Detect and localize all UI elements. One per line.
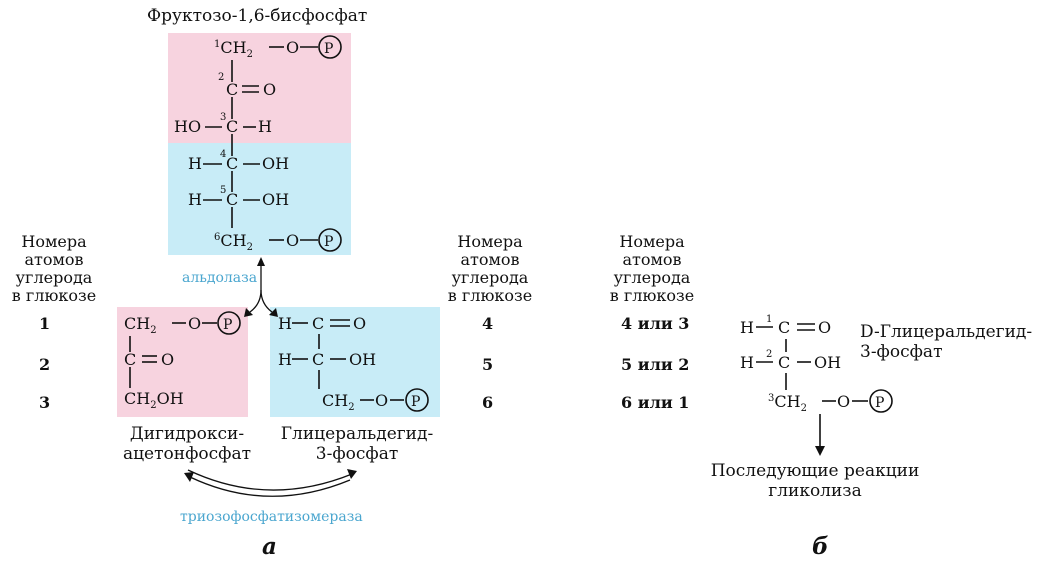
svg-text:4: 4 (220, 149, 226, 160)
svg-text:C: C (124, 350, 136, 369)
caption-line: Последующие реакции (710, 461, 920, 481)
svg-text:CH2: CH2 (322, 391, 355, 413)
caption-line: Дигидрокси- (129, 424, 245, 444)
svg-text:O: O (837, 392, 850, 411)
header-line: Номера (457, 232, 523, 251)
carbon-numbers-header-right: Номера атомов углерода в глюкозе (444, 233, 536, 305)
svg-text:5: 5 (220, 185, 226, 196)
svg-text:O: O (263, 80, 276, 99)
svg-text:3CH2: 3CH2 (768, 392, 807, 414)
carbon-number-b-2: 5 или 2 (621, 355, 690, 374)
svg-text:H: H (278, 350, 292, 369)
svg-text:1: 1 (766, 314, 772, 325)
header-line: атомов (622, 250, 682, 269)
header-line: атомов (24, 250, 84, 269)
svg-text:C: C (778, 318, 790, 337)
carbon-number-1: 1 (39, 314, 51, 333)
svg-text:C: C (226, 190, 238, 209)
aldolase-up-arrow-icon (257, 257, 265, 266)
svg-text:O: O (161, 350, 174, 369)
svg-text:O: O (286, 38, 299, 57)
caption-line: ацетонфосфат (122, 444, 251, 464)
header-line: Номера (619, 232, 685, 251)
svg-text:O: O (286, 231, 299, 250)
fbp-title: Фруктозо-1,6-бисфосфат (147, 6, 368, 26)
caption-line: гликолиза (768, 481, 862, 501)
caption-line: 3-фосфат (860, 342, 943, 362)
header-line: углерода (613, 268, 691, 287)
svg-text:H: H (740, 353, 754, 372)
dhap-region (117, 307, 248, 417)
isomerase-label: триозофосфатизомераза (180, 509, 363, 525)
header-line: атомов (460, 250, 520, 269)
svg-text:H: H (740, 318, 754, 337)
carbon-number-b-3: 6 или 1 (621, 393, 690, 412)
svg-text:OH: OH (262, 190, 289, 209)
carbon-number-3: 3 (39, 393, 51, 412)
header-line: в глюкозе (609, 286, 695, 305)
svg-text:C: C (226, 80, 238, 99)
svg-text:P: P (324, 41, 333, 57)
carbon-number-6: 6 (482, 393, 494, 412)
carbon-number-5: 5 (482, 355, 494, 374)
svg-text:P: P (875, 395, 884, 411)
g3p-caption: Глицеральдегид- 3-фосфат (272, 424, 442, 464)
svg-text:O: O (188, 314, 201, 333)
svg-text:H: H (188, 190, 202, 209)
svg-text:H: H (258, 117, 272, 136)
svg-text:2: 2 (218, 72, 224, 83)
g3p-b-caption: D-Глицеральдегид- 3-фосфат (860, 322, 1032, 362)
header-line: в глюкозе (447, 286, 533, 305)
split-right-arrow-icon (269, 308, 278, 317)
svg-text:C: C (312, 314, 324, 333)
panel-label-a: а (262, 533, 277, 560)
svg-text:C: C (778, 353, 790, 372)
svg-text:OH: OH (349, 350, 376, 369)
isomerase-left-arrow-icon (184, 472, 194, 482)
svg-text:OH: OH (814, 353, 841, 372)
svg-text:6CH2: 6CH2 (214, 231, 253, 253)
header-line: Номера (21, 232, 87, 251)
svg-text:1CH2: 1CH2 (214, 38, 253, 60)
header-line: углерода (15, 268, 93, 287)
svg-text:2: 2 (766, 349, 772, 360)
svg-text:3: 3 (220, 112, 226, 123)
split-left-arrow-icon (244, 308, 253, 317)
arrow-down-icon (815, 446, 825, 456)
svg-text:O: O (353, 314, 366, 333)
panel-label-b: б (812, 533, 829, 560)
g3p-region (270, 307, 440, 417)
svg-text:P: P (411, 394, 420, 410)
caption-line: Глицеральдегид- (280, 424, 434, 444)
svg-text:CH2OH: CH2OH (124, 389, 184, 411)
carbon-numbers-header-b: Номера атомов углерода в глюкозе (604, 233, 700, 305)
svg-text:P: P (324, 234, 333, 250)
isomerase-right-arrow-icon (347, 469, 357, 479)
fbp-lower-region (168, 143, 351, 255)
svg-text:C: C (226, 154, 238, 173)
svg-text:H: H (278, 314, 292, 333)
svg-text:C: C (226, 117, 238, 136)
svg-text:OH: OH (262, 154, 289, 173)
carbon-numbers-header-left: Номера атомов углерода в глюкозе (8, 233, 100, 305)
caption-line: D-Глицеральдегид- (860, 322, 1033, 342)
carbon-number-2: 2 (39, 355, 51, 374)
svg-text:H: H (188, 154, 202, 173)
svg-text:O: O (375, 391, 388, 410)
svg-text:P: P (223, 317, 232, 333)
caption-line: 3-фосфат (315, 444, 399, 464)
svg-text:CH2: CH2 (124, 314, 157, 336)
carbon-number-b-1: 4 или 3 (621, 314, 690, 333)
header-line: в глюкозе (11, 286, 97, 305)
svg-text:O: O (818, 318, 831, 337)
svg-text:HO: HO (174, 117, 201, 136)
header-line: углерода (451, 268, 529, 287)
dhap-caption: Дигидрокси- ацетонфосфат (112, 424, 262, 464)
next-reactions-caption: Последующие реакции гликолиза (700, 461, 930, 501)
carbon-number-4: 4 (482, 314, 494, 333)
svg-text:C: C (312, 350, 324, 369)
aldolase-label: альдолаза (182, 270, 258, 286)
